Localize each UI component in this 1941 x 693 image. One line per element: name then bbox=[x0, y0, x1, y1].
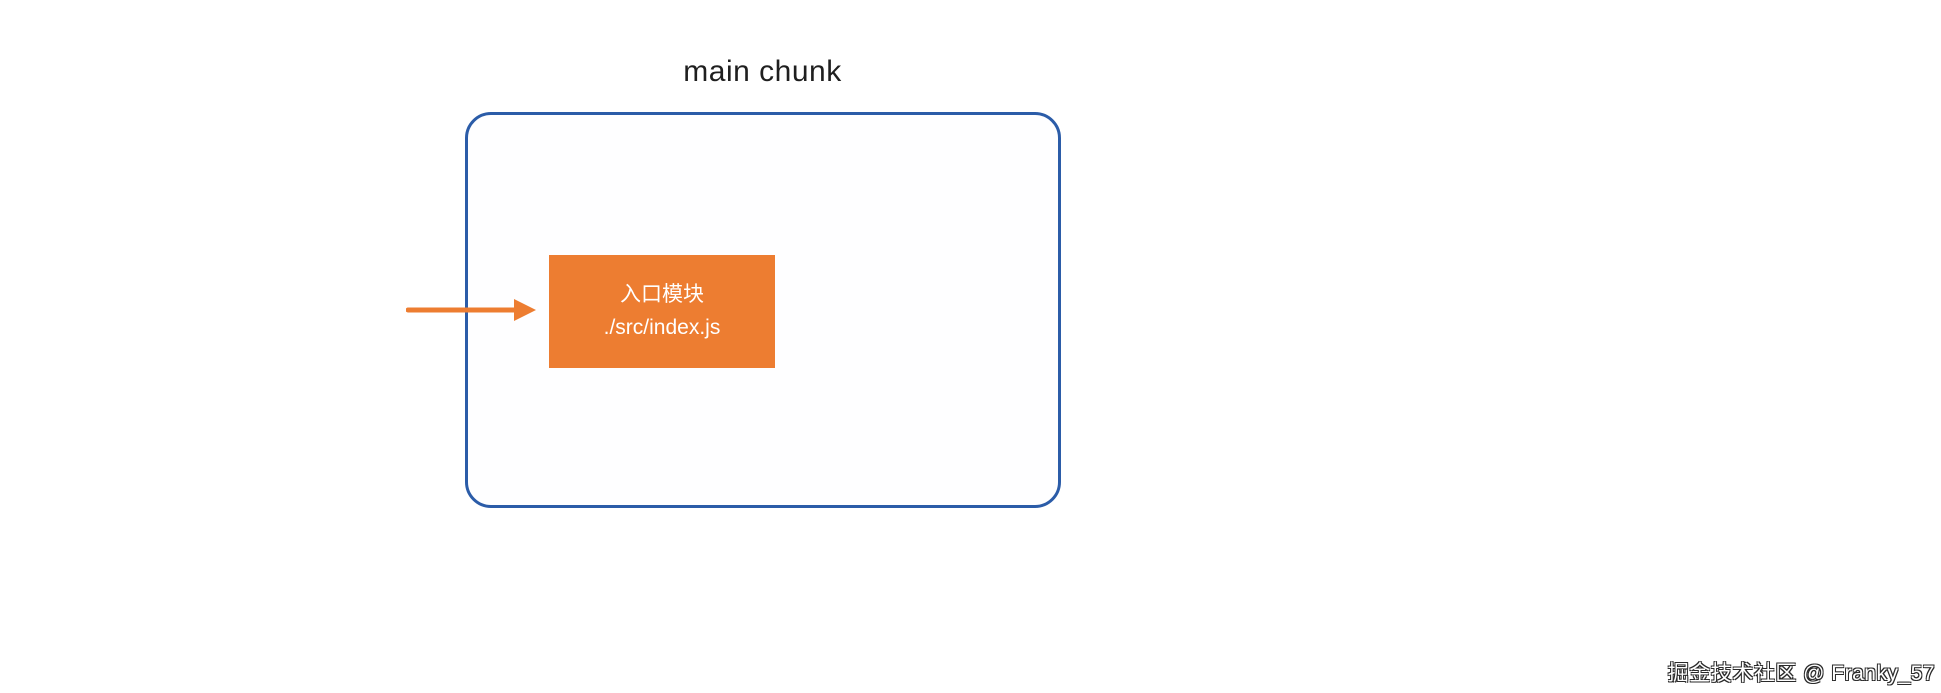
entry-module-box: 入口模块 ./src/index.js bbox=[549, 255, 775, 368]
entry-module-path: ./src/index.js bbox=[603, 315, 721, 339]
diagram-title: main chunk bbox=[683, 55, 842, 88]
entry-module-name: 入口模块 bbox=[620, 283, 704, 307]
watermark-text: 掘金技术社区 @ Franky_57 bbox=[1667, 662, 1935, 685]
entry-arrow-icon bbox=[406, 299, 536, 321]
